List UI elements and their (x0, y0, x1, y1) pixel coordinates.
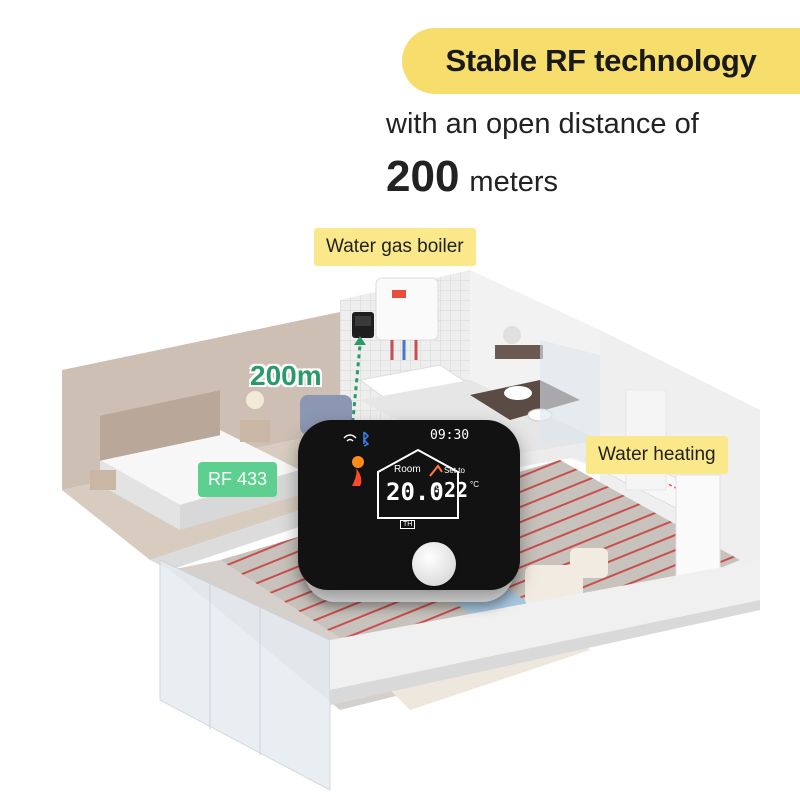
tag-rf-433: RF 433 (198, 462, 278, 497)
house-icon (377, 448, 459, 519)
banner-text: Stable RF technology (445, 43, 757, 78)
nightstand (240, 420, 270, 442)
screen-graphics (343, 431, 459, 519)
boiler (375, 277, 439, 341)
front-wall (330, 560, 760, 690)
tag-water-heating: Water heating (586, 436, 728, 474)
screen-room-unit: °C (432, 482, 441, 491)
distance-label: 200m (250, 360, 322, 391)
headboard (100, 390, 220, 461)
screen-tab-label: TH (400, 520, 416, 529)
bluetooth-icon (363, 431, 370, 447)
distance-value: 200 (386, 152, 460, 201)
mirror (503, 326, 521, 344)
sun-icon (352, 456, 364, 468)
dotted-arrow-icon (350, 344, 362, 431)
thermostat-knob (412, 542, 456, 586)
thermostat-screen: 09:30 Room 20.0 °C Set to 22 °C TH (338, 428, 486, 532)
screen-room-temp: 20.0 (386, 478, 444, 506)
glass-wall (159, 559, 331, 791)
headline-banner: Stable RF technology (402, 28, 800, 94)
headline-subline: with an open distance of (386, 108, 699, 140)
thermostat-body: 09:30 Room 20.0 °C Set to 22 °C TH (298, 420, 520, 590)
tag-water-gas-boiler: Water gas boiler (314, 228, 476, 266)
bathroom-cabinet (495, 345, 543, 359)
sink (504, 386, 532, 400)
thermostat-device: 09:30 Room 20.0 °C Set to 22 °C TH (298, 420, 520, 610)
distance-unit: meters (469, 166, 559, 198)
coffee-table (450, 585, 530, 620)
wifi-icon (343, 434, 357, 442)
screen-set-label: Set to (444, 466, 465, 475)
flame-icon (352, 468, 362, 486)
shower-glass (540, 340, 600, 470)
lamp-icon (246, 391, 264, 409)
screen-set-temp: 22 (444, 478, 469, 502)
screen-set-unit: °C (470, 480, 479, 489)
screen-time: 09:30 (430, 428, 470, 443)
distance-line: 200 meters (386, 152, 558, 202)
screen-room-label: Room (394, 464, 421, 475)
